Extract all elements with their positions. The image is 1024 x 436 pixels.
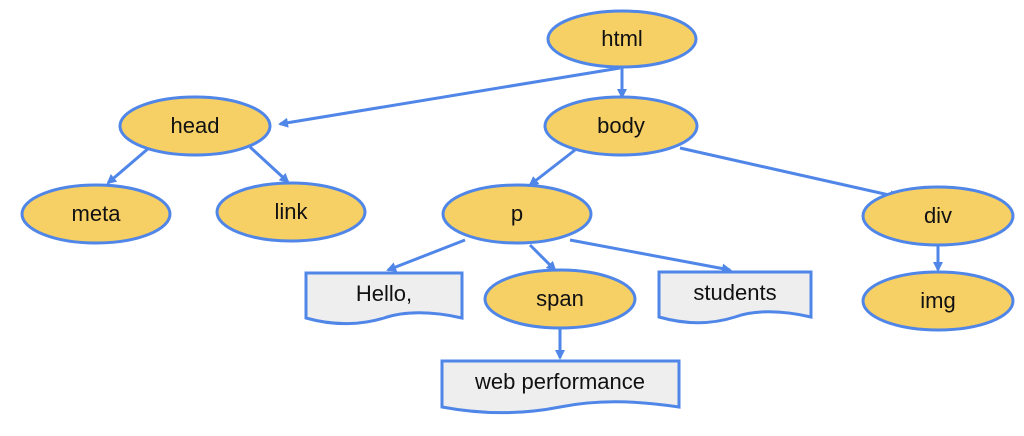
node-meta-shape — [20, 183, 172, 245]
node-body-shape — [543, 95, 699, 157]
node-div-shape — [861, 185, 1015, 247]
node-img: img — [861, 270, 1015, 332]
node-div: div — [861, 185, 1015, 247]
node-p: p — [441, 183, 593, 245]
node-hello-label: Hello, — [356, 281, 412, 306]
node-body-label: body — [597, 113, 645, 138]
node-web-performance: web performance — [440, 359, 681, 415]
edge-p-span — [528, 243, 557, 272]
edge-head-meta — [106, 145, 151, 185]
edge-p-hello — [386, 238, 466, 272]
node-link-label: link — [274, 199, 308, 224]
node-hello: Hello, — [304, 271, 464, 326]
node-span: span — [483, 268, 637, 330]
edge-body-div — [679, 146, 900, 201]
node-head-label: head — [171, 113, 220, 138]
node-meta: meta — [20, 183, 172, 245]
node-meta-label: meta — [72, 201, 122, 226]
edges-group — [106, 66, 943, 360]
node-html: html — [546, 9, 698, 69]
node-web-performance-label: web performance — [474, 369, 645, 394]
node-img-label: img — [920, 288, 955, 313]
node-div-label: div — [924, 203, 952, 228]
node-img-shape — [861, 270, 1015, 332]
node-head-shape — [118, 95, 272, 157]
node-students: students — [657, 270, 813, 325]
node-html-shape — [546, 9, 698, 69]
node-html-label: html — [601, 26, 643, 51]
edge-head-link — [248, 145, 290, 184]
edge-p-students — [569, 238, 732, 274]
edge-body-p — [528, 148, 576, 187]
node-web-performance-shape — [440, 359, 681, 415]
node-p-label: p — [511, 201, 523, 226]
node-span-shape — [483, 268, 637, 330]
node-students-label: students — [693, 280, 776, 305]
node-students-shape — [657, 270, 813, 325]
node-body: body — [543, 95, 699, 157]
edge-html-head — [278, 66, 621, 128]
node-link: link — [215, 181, 367, 243]
node-span-label: span — [536, 286, 584, 311]
node-link-shape — [215, 181, 367, 243]
node-head: head — [118, 95, 272, 157]
node-p-shape — [441, 183, 593, 245]
node-hello-shape — [304, 271, 464, 326]
